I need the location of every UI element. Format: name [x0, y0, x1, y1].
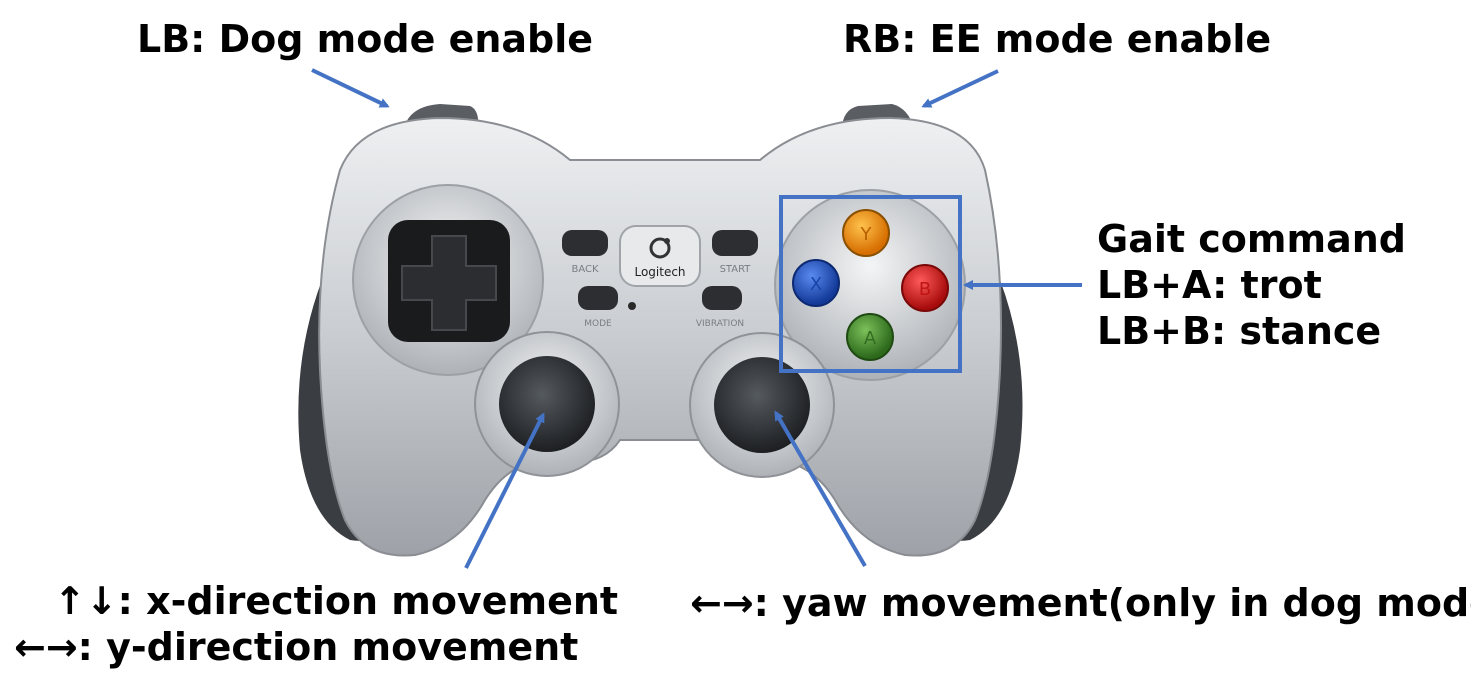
svg-text:X: X [810, 274, 822, 295]
lb-label: LB: Dog mode enable [137, 17, 594, 61]
start-label: START [720, 264, 752, 275]
face-buttons-highlight-box [779, 195, 962, 373]
rb-label: RB: EE mode enable [843, 17, 1272, 61]
y-button[interactable]: Y [842, 209, 890, 257]
brand-label: Logitech [634, 265, 685, 279]
left-stick-block: ↑↓: x-direction movement ←→: y-direction… [14, 578, 618, 670]
right-stick-label: ←→: yaw movement(only in dog mode) [690, 581, 1471, 625]
right-stick-arrow [774, 410, 867, 568]
back-label: BACK [571, 264, 599, 275]
svg-text:Y: Y [860, 224, 873, 245]
logitech-logo-icon [649, 237, 671, 259]
dpad[interactable] [401, 235, 497, 331]
a-button[interactable]: A [846, 313, 894, 361]
rb-arrow [921, 69, 999, 108]
left-stick-x-label: ↑↓: x-direction movement [54, 579, 619, 623]
left-stick-y-label: ←→: y-direction movement [14, 625, 579, 669]
b-button[interactable]: B [901, 264, 949, 312]
vibration-button[interactable] [702, 286, 742, 310]
mode-button[interactable] [578, 286, 618, 310]
mode-label: MODE [584, 319, 612, 329]
left-stick-arrow [464, 412, 545, 569]
gait-command-block: Gait command LB+A: trot LB+B: stance [1097, 216, 1406, 354]
gait-stance-label: LB+B: stance [1097, 309, 1382, 353]
svg-text:B: B [919, 279, 931, 300]
back-button[interactable] [562, 230, 608, 256]
start-button[interactable] [712, 230, 758, 256]
lb-arrow [311, 68, 390, 108]
svg-text:A: A [864, 328, 877, 349]
gait-trot-label: LB+A: trot [1097, 263, 1322, 307]
vibration-label: VIBRATION [696, 319, 744, 329]
x-button[interactable]: X [792, 259, 840, 307]
mode-led [628, 302, 636, 310]
left-analog-stick[interactable] [499, 356, 595, 452]
gait-title: Gait command [1097, 217, 1406, 261]
